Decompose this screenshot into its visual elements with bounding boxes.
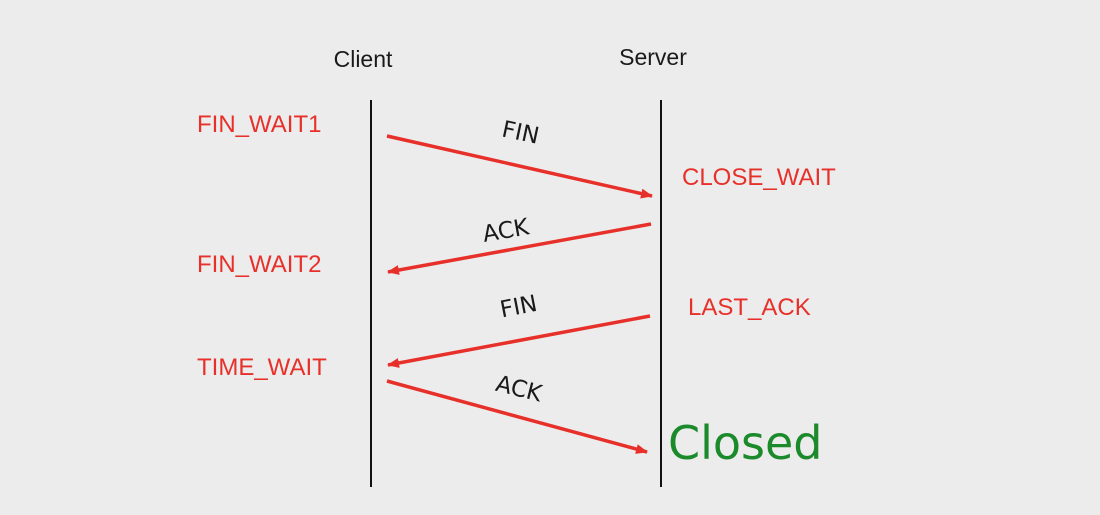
client-state-time-wait: TIME_WAIT	[197, 354, 327, 381]
server-state-last-ack: LAST_ACK	[688, 294, 811, 321]
fin-arrow-server-to-client	[387, 314, 651, 368]
client-column-header: Client	[334, 46, 393, 72]
final-state-closed: Closed	[668, 416, 823, 470]
client-state-fin-wait2: FIN_WAIT2	[197, 251, 321, 278]
ack-arrow-client-to-server	[386, 379, 648, 454]
server-state-close-wait: CLOSE_WAIT	[682, 164, 836, 191]
client-state-fin-wait1: FIN_WAIT1	[197, 111, 321, 138]
ack-arrow-server-to-client	[387, 222, 652, 275]
server-column-header: Server	[619, 44, 687, 70]
message-label-fin-2: FIN	[498, 291, 539, 324]
message-label-fin-1: FIN	[500, 117, 542, 150]
message-label-ack-1: ACK	[481, 214, 532, 248]
fin-arrow-client-to-server	[386, 134, 653, 199]
message-label-ack-2: ACK	[493, 371, 545, 408]
